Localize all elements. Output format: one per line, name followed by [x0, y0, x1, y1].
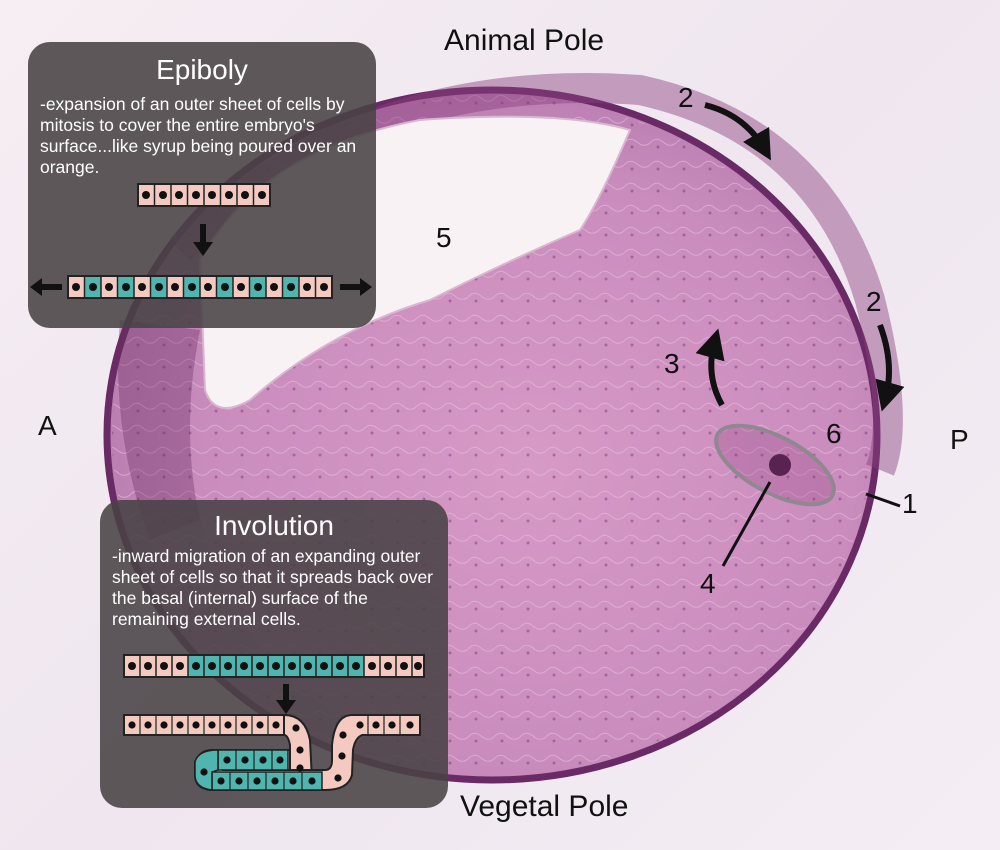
- involution-cells-after: [123, 713, 421, 791]
- involution-cells-before: [123, 654, 425, 678]
- epiboly-down-arrow-icon: [193, 224, 213, 256]
- pointer-line-4: [721, 481, 772, 567]
- epiboly-cells-before: [137, 183, 271, 207]
- anterior-label: A: [38, 410, 57, 441]
- epiboly-title: Epiboly: [156, 54, 248, 85]
- involution-title: Involution: [214, 510, 334, 541]
- epiboly-box: Epiboly -expansion of an outer sheet of …: [28, 42, 376, 328]
- label-2-right: 2: [866, 286, 882, 317]
- involution-description: -inward migration of an expanding outer …: [112, 546, 433, 629]
- involution-illustration: [123, 654, 425, 791]
- involution-down-arrow-icon: [276, 684, 296, 714]
- epiboly-description: -expansion of an outer sheet of cells by…: [40, 94, 357, 177]
- involution-box: Involution -inward migration of an expan…: [100, 500, 448, 808]
- label-5: 5: [436, 222, 452, 253]
- epiboly-left-arrow-icon: [30, 278, 62, 296]
- pointer-line-1: [865, 492, 901, 508]
- label-1: 1: [902, 488, 918, 519]
- vegetal-pole-label: Vegetal Pole: [460, 790, 629, 823]
- arrow-2-right: [875, 323, 905, 412]
- epiboly-right-arrow-icon: [340, 278, 372, 296]
- label-6: 6: [826, 418, 842, 449]
- animal-pole-label: Animal Pole: [444, 24, 605, 57]
- arrow-2-top: [704, 102, 771, 161]
- posterior-label: P: [950, 424, 969, 455]
- label-2-top: 2: [678, 82, 694, 113]
- label-3: 3: [664, 348, 680, 379]
- label-4: 4: [700, 568, 716, 599]
- epiboly-illustration: [30, 183, 372, 299]
- arrow-3: [695, 328, 725, 407]
- blastopore-dark-spot: [769, 454, 791, 476]
- left-edge-shadow: [118, 320, 200, 540]
- epiboly-cells-after: [67, 275, 333, 299]
